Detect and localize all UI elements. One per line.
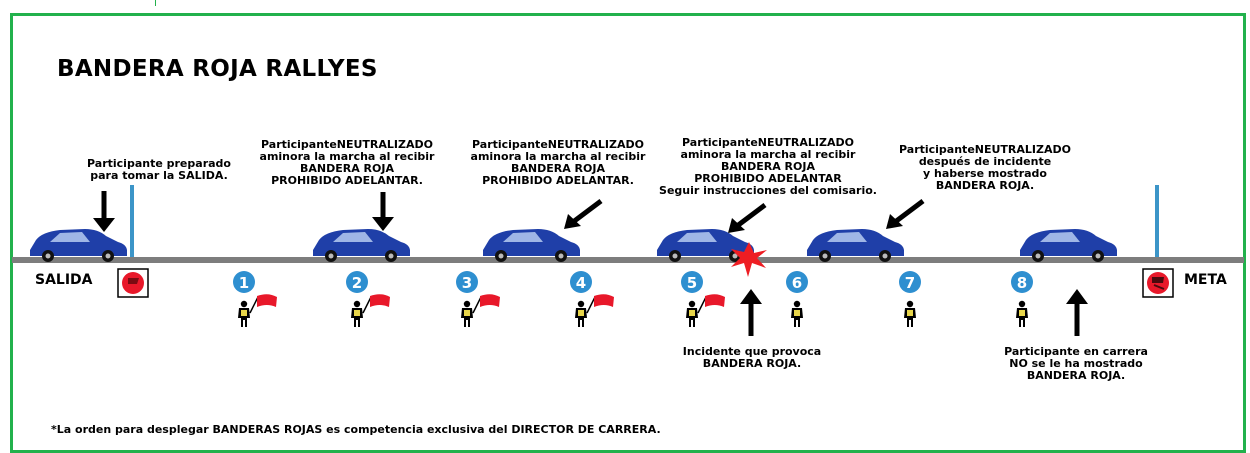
marshal-post-1: 1: [233, 271, 277, 327]
post-number: 4: [576, 274, 586, 292]
finish-label: META: [1184, 272, 1227, 288]
post-number: 1: [239, 274, 249, 292]
start-line-marker: [130, 185, 134, 257]
marshal-post-8: 8: [1011, 271, 1033, 327]
frame-top-mark: [155, 0, 156, 6]
post-number: 7: [905, 274, 915, 292]
caption-neutralized-4: ParticipanteNEUTRALIZADO después de inci…: [899, 143, 1071, 192]
marshal-icon: [461, 300, 473, 327]
caption-start: Participante preparado para tomar la SAL…: [87, 157, 231, 182]
post-number: 3: [462, 274, 472, 292]
red-flag-icon: [705, 294, 725, 307]
post-number: 2: [352, 274, 362, 292]
post-number-badge: [786, 271, 808, 293]
post-number-badge: [456, 271, 478, 293]
marshal-post-4: 4: [570, 271, 614, 327]
marshal-post-5: 5: [681, 271, 725, 327]
post-number-badge: [570, 271, 592, 293]
post-number-badge: [233, 271, 255, 293]
marshal-icon: [791, 300, 803, 327]
footnote: *La orden para desplegar BANDERAS ROJAS …: [51, 423, 661, 436]
red-flag-icon: [594, 294, 614, 307]
marshal-icon: [686, 300, 698, 327]
marshal-icon: [1016, 300, 1028, 327]
post-number: 5: [687, 274, 697, 292]
start-flag-icon: [117, 268, 149, 298]
caption-racing: Participante en carrera NO se le ha most…: [1004, 345, 1148, 382]
caption-incident: Incidente que provoca BANDERA ROJA.: [682, 345, 822, 370]
marshal-post-3: 3: [456, 271, 500, 327]
red-flag-icon: [480, 294, 500, 307]
post-number-badge: [346, 271, 368, 293]
post-number: 6: [792, 274, 802, 292]
caption-neutralized-3: ParticipanteNEUTRALIZADO aminora la marc…: [659, 136, 877, 197]
marshal-icon: [238, 300, 250, 327]
red-flag-icon: [370, 294, 390, 307]
caption-neutralized-2: ParticipanteNEUTRALIZADO aminora la marc…: [470, 138, 646, 187]
arrow-diagonal-icon: [893, 199, 925, 224]
red-flag-icon: [257, 294, 277, 307]
arrow-diagonal-icon: [735, 203, 767, 228]
road: [12, 257, 1244, 263]
marshal-posts: 1 2 3 4 5 6 7 8: [233, 271, 1033, 327]
finish-line-marker: [1155, 185, 1159, 257]
post-number-badge: [1011, 271, 1033, 293]
crash-burst-icon: [731, 242, 767, 277]
arrow-diagonal-icon: [571, 199, 603, 224]
marshal-post-7: 7: [899, 271, 921, 327]
marshal-icon: [351, 300, 363, 327]
start-label: SALIDA: [35, 272, 93, 288]
marshal-icon: [575, 300, 587, 327]
post-number-badge: [681, 271, 703, 293]
marshal-post-2: 2: [346, 271, 390, 327]
marshal-icon: [904, 300, 916, 327]
post-number-badge: [899, 271, 921, 293]
finish-flag-icon: [1142, 268, 1174, 298]
diagram-title: BANDERA ROJA RALLYES: [57, 56, 378, 82]
caption-neutralized-1: ParticipanteNEUTRALIZADO aminora la marc…: [259, 138, 435, 187]
post-number: 8: [1017, 274, 1027, 292]
marshal-post-6: 6: [786, 271, 808, 327]
